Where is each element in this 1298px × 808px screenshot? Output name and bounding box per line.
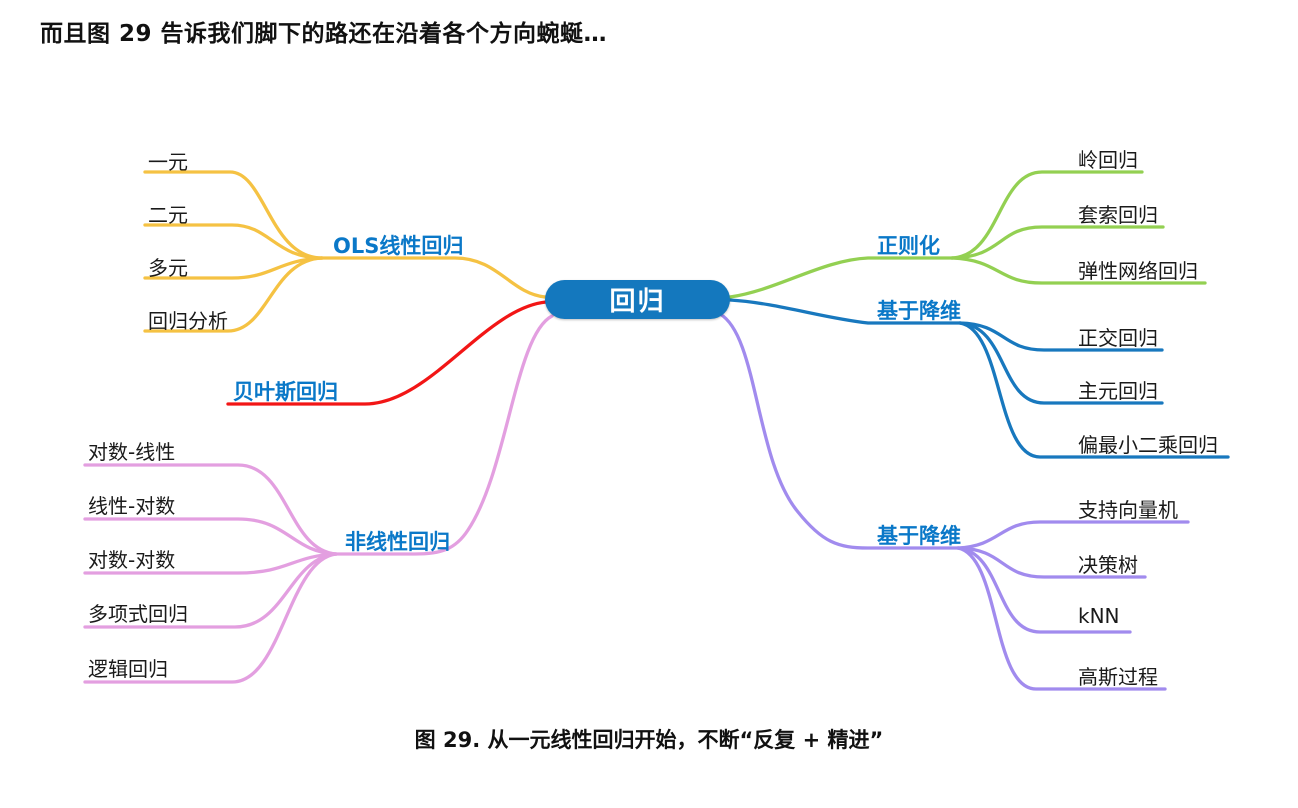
intro-text: 而且图 29 告诉我们脚下的路还在沿着各个方向蜿蜒…: [40, 21, 608, 47]
connector-path: [143, 223, 324, 260]
leaf-node[interactable]: 回归分析: [148, 309, 228, 333]
branch-ols-lines: [143, 170, 547, 333]
connector-path: [956, 546, 1132, 634]
branch-node-nonlinear[interactable]: 非线性回归: [345, 530, 450, 554]
figure-caption: 图 29. 从一元线性回归开始，不断“反复 + 精进”: [414, 728, 884, 752]
branch-regularization-lines: [728, 170, 1207, 299]
leaf-node[interactable]: 对数-对数: [88, 548, 176, 572]
connector-path: [950, 256, 1207, 285]
connector-path: [334, 314, 554, 556]
leaf-node[interactable]: 二元: [148, 203, 188, 227]
root-node-label: 回归: [609, 287, 666, 317]
leaf-node[interactable]: 主元回归: [1078, 379, 1158, 403]
connector-path: [83, 552, 338, 629]
branch-node-dimreduction[interactable]: 基于降维: [877, 299, 961, 323]
branch-node-ml[interactable]: 基于降维: [877, 524, 961, 548]
leaf-node[interactable]: 弹性网络回归: [1078, 259, 1198, 283]
leaf-node[interactable]: 多项式回归: [88, 602, 188, 626]
connector-path: [956, 520, 1190, 550]
connector-path: [83, 552, 338, 684]
leaf-node[interactable]: 高斯过程: [1078, 665, 1158, 689]
connector-path: [83, 552, 338, 575]
leaf-node[interactable]: kNN: [1078, 604, 1120, 628]
root-node[interactable]: 回归: [545, 280, 730, 319]
connector-path: [950, 225, 1165, 260]
leaf-node[interactable]: 偏最小二乘回归: [1078, 433, 1218, 457]
branch-nonlinear-lines: [83, 314, 554, 684]
connector-path: [956, 546, 1167, 691]
connector-path: [728, 256, 954, 299]
leaf-node[interactable]: 多元: [148, 256, 188, 280]
connector-path: [958, 321, 1164, 405]
connector-path: [226, 300, 548, 406]
connector-path: [718, 312, 960, 550]
connector-path: [143, 256, 324, 333]
leaf-node[interactable]: 支持向量机: [1078, 498, 1178, 522]
branch-ml-lines: [718, 312, 1190, 691]
branch-node-regularization[interactable]: 正则化: [877, 234, 940, 258]
connector-path: [143, 170, 324, 260]
connector-path: [956, 546, 1147, 579]
branch-node-bayes[interactable]: 贝叶斯回归: [233, 380, 338, 404]
leaf-node[interactable]: 一元: [148, 150, 188, 174]
leaf-node[interactable]: 正交回归: [1078, 326, 1158, 350]
branch-node-ols[interactable]: OLS线性回归: [333, 234, 464, 258]
leaf-node[interactable]: 对数-线性: [88, 440, 176, 464]
connector-path: [958, 321, 1164, 352]
connector-path: [320, 256, 547, 299]
connector-path: [83, 463, 338, 556]
leaf-node[interactable]: 线性-对数: [88, 494, 176, 518]
leaf-node[interactable]: 岭回归: [1078, 148, 1138, 172]
leaf-node[interactable]: 逻辑回归: [88, 657, 168, 681]
connector-path: [83, 517, 338, 556]
leaf-node[interactable]: 决策树: [1078, 553, 1138, 577]
connector-path: [950, 170, 1144, 260]
branch-bayes-lines: [226, 300, 548, 406]
connector-path: [728, 298, 962, 325]
branch-dimreduction-lines: [728, 298, 1230, 459]
connector-path: [958, 321, 1230, 459]
leaf-node[interactable]: 套索回归: [1078, 203, 1158, 227]
